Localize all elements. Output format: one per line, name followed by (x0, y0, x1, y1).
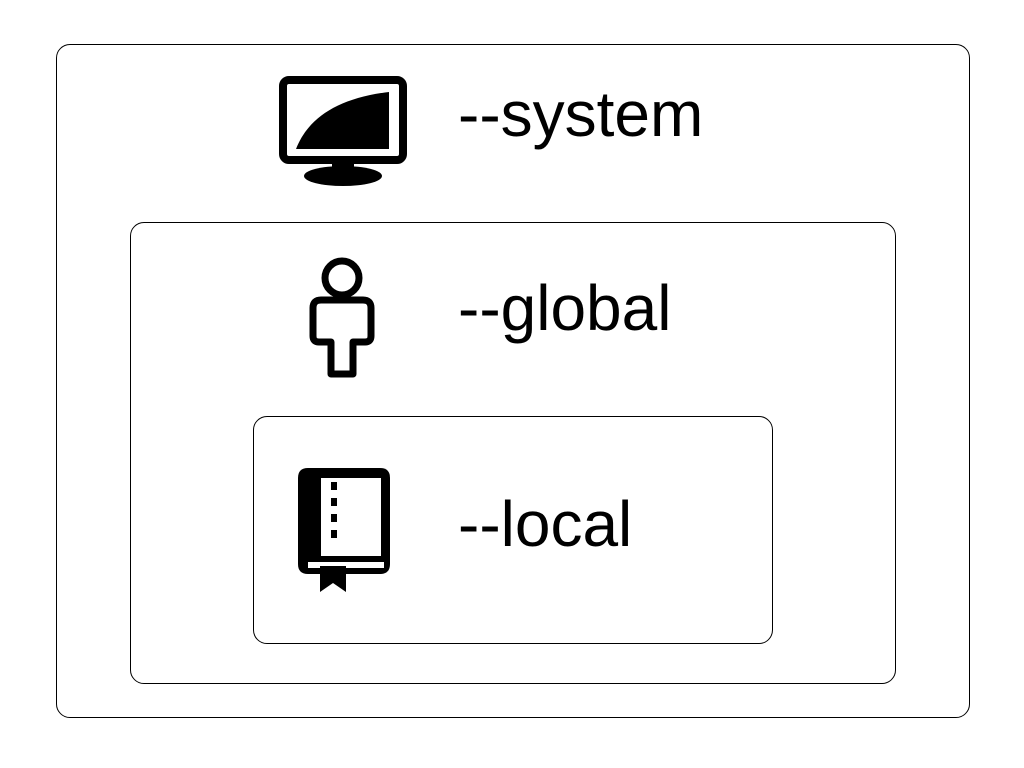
monitor-icon (279, 76, 407, 186)
global-scope-label: --global (458, 272, 672, 344)
system-scope-label: --system (458, 78, 704, 150)
book-icon (298, 468, 390, 592)
person-icon (309, 257, 375, 378)
local-scope-label: --local (458, 488, 633, 560)
